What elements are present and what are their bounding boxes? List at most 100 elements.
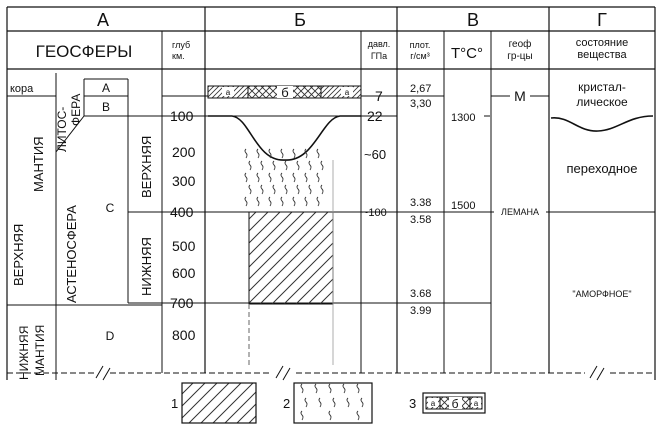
squiggle-mark: [308, 160, 312, 171]
pressure-value: 7: [375, 88, 383, 104]
squiggle-mark: [316, 148, 320, 159]
state-crystalline-2: лическое: [576, 95, 628, 109]
squiggle-mark: [314, 383, 318, 394]
squiggle-mark: [244, 148, 248, 159]
state-subheader: вещества: [577, 49, 627, 61]
break-marks: [7, 365, 655, 381]
legend-crust-b-label: б: [452, 397, 459, 411]
squiggle-mark: [244, 196, 248, 207]
squiggle-field: [244, 148, 324, 207]
lower-hatched-zone: [248, 211, 334, 305]
legend-squiggle-marks: [300, 383, 364, 421]
column-g-header: Г: [597, 10, 607, 30]
lower-sublayer-label: НИЖНЯЯ: [139, 237, 154, 296]
legend-number-2: 2: [283, 396, 290, 411]
crust-label: кора: [10, 83, 34, 95]
temperature-value: 1500: [451, 200, 475, 212]
density-value: 3.38: [410, 197, 431, 209]
depth-scale: 100 200 300 400 500 600 700 800: [170, 108, 196, 343]
squiggle-mark: [268, 196, 272, 207]
legend: 1 2 3 а б а: [171, 382, 486, 424]
column-a-header: А: [97, 10, 109, 30]
upper-mantle-label-2: МАНТИЯ: [31, 136, 46, 192]
pressure-header: давл.: [368, 39, 391, 49]
layer-b-label: В: [102, 100, 110, 114]
layer-c-label: С: [106, 201, 115, 215]
squiggle-mark: [280, 148, 284, 159]
squiggle-mark: [248, 184, 252, 195]
squiggle-mark: [356, 383, 360, 394]
squiggle-mark: [318, 397, 322, 408]
table-grid: [6, 6, 656, 380]
lower-mantle-label-1: НИЖНЯЯ: [17, 326, 31, 380]
crust-block-a-label: а: [226, 88, 231, 97]
depth-value: 500: [172, 238, 196, 254]
layer-d-label: D: [106, 329, 115, 343]
layer-a-label: А: [102, 81, 110, 95]
crust-block-a-label-right: а: [345, 88, 350, 97]
lithosphere-label-2: ФЕРА: [69, 94, 83, 126]
squiggle-mark: [256, 148, 260, 159]
boundaries-subheader: гр-цы: [507, 51, 532, 62]
squiggle-mark: [284, 160, 288, 171]
squiggle-mark: [280, 196, 284, 207]
depth-value: 400: [170, 204, 194, 220]
squiggle-mark: [300, 410, 304, 421]
upper-mantle-label-1: ВЕРХНЯЯ: [11, 224, 26, 286]
lower-mantle-label-2: МАНТИЯ: [33, 325, 47, 376]
column-b-header: Б: [294, 10, 306, 30]
asthenosphere-bowl: [208, 115, 361, 161]
density-value: 3,30: [410, 98, 431, 110]
state-transitional: переходное: [567, 161, 638, 176]
legend-hatch-swatch: [181, 382, 257, 424]
squiggle-mark: [256, 196, 260, 207]
pressure-scale: 7 22 ~60 ~100: [362, 88, 395, 219]
squiggle-mark: [260, 184, 264, 195]
depth-value: 700: [170, 295, 194, 311]
squiggle-mark: [316, 196, 320, 207]
pressure-value: ~100: [362, 207, 387, 219]
density-unit: г/см³: [410, 51, 429, 61]
squiggle-mark: [296, 160, 300, 171]
squiggle-mark: [320, 184, 324, 195]
legend-number-1: 1: [171, 396, 178, 411]
geospheres-title: ГЕОСФЕРЫ: [36, 42, 133, 61]
pressure-value: 22: [367, 108, 383, 124]
boundaries-header: геоф: [509, 38, 532, 50]
squiggle-mark: [260, 160, 264, 171]
density-value: 2,67: [410, 83, 431, 95]
squiggle-mark: [280, 172, 284, 183]
legend-crust-a-label-right: а: [474, 399, 479, 408]
squiggle-mark: [316, 172, 320, 183]
upper-sublayer-label: ВЕРХНЯЯ: [139, 136, 154, 198]
squiggle-mark: [304, 172, 308, 183]
squiggle-mark: [304, 148, 308, 159]
squiggle-mark: [328, 410, 332, 421]
squiggle-mark: [304, 196, 308, 207]
squiggle-mark: [284, 184, 288, 195]
density-header: плот.: [410, 40, 431, 50]
squiggle-mark: [292, 196, 296, 207]
depth-value: 800: [172, 327, 196, 343]
legend-number-3: 3: [409, 396, 416, 411]
squiggle-mark: [268, 148, 272, 159]
density-value: 3.68: [410, 288, 431, 300]
asthenosphere-label: АСТЕНОСФЕРА: [64, 205, 79, 303]
lithosphere-label-1: ЛИТОС-: [55, 107, 69, 152]
depth-value: 100: [170, 108, 194, 124]
depth-header: глуб: [172, 40, 190, 50]
squiggle-mark: [308, 184, 312, 195]
squiggle-mark: [272, 184, 276, 195]
temperature-value: 1300: [451, 112, 475, 124]
squiggle-mark: [346, 397, 350, 408]
density-value: 3.58: [410, 214, 431, 226]
moho-boundary-label: М: [514, 88, 526, 104]
pressure-unit: ГПа: [371, 51, 387, 61]
legend-crust-a-label: а: [431, 399, 436, 408]
squiggle-mark: [356, 410, 360, 421]
temperature-header: T°C°: [451, 45, 483, 62]
density-scale: 2,67 3,30 3.38 3.58 3.68 3.99: [408, 83, 440, 317]
depth-value: 300: [172, 173, 196, 189]
crust-block-b-label: б: [281, 85, 288, 100]
